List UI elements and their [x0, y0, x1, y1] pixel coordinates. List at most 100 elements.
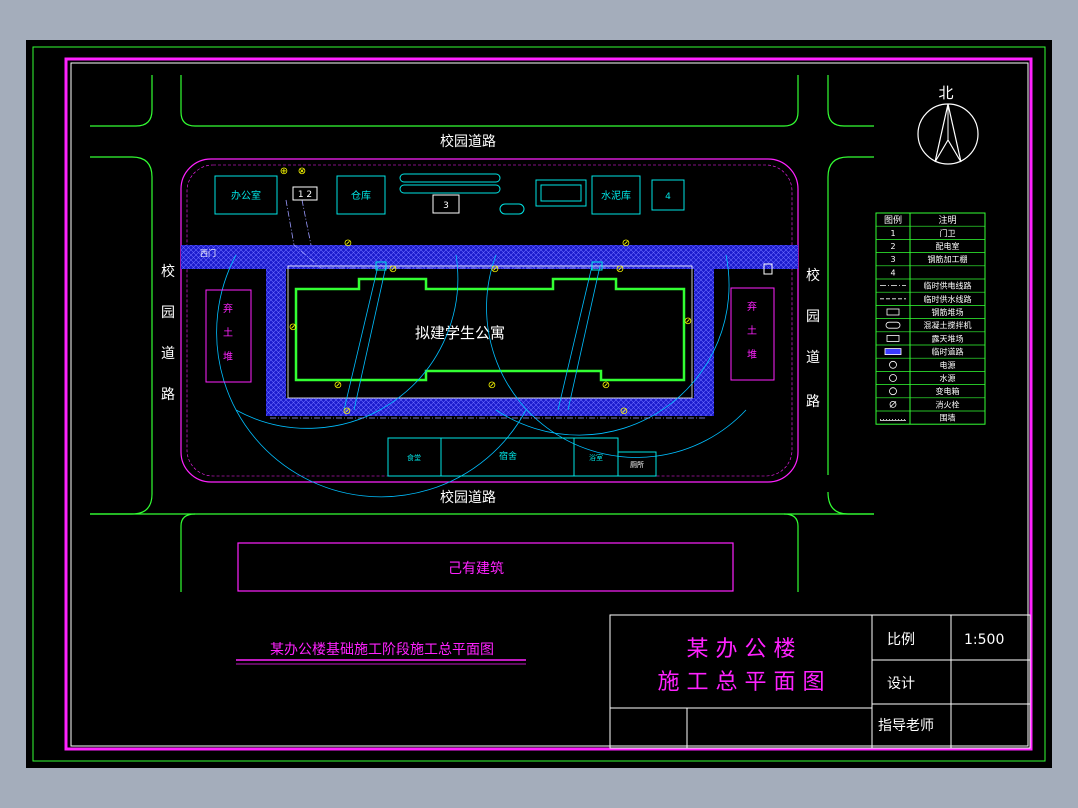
legend-label: 门卫 — [940, 228, 956, 238]
hydrant-marker-4: ⊘ — [491, 264, 499, 275]
title-line-1: 某 办 公 楼 — [687, 637, 796, 662]
site-markers: ⊕ ⊗ ⊘ ⊘ ⊘ ⊘ ⊘ ⊘ ⊘ ⊘ ⊘ ⊘ ⊘ ⊘ — [280, 166, 692, 417]
legend-table: 图例 注明 1 门卫 2 配电室 3 钢筋加工棚 4 临时供电线路临时供水线路钢筋堆场混凝土搅拌机… — [875, 212, 986, 425]
facility-canteen: 食堂 — [407, 453, 421, 462]
svg-text:路: 路 — [806, 394, 820, 410]
road-outlines — [90, 75, 874, 592]
scale-value: 1:500 — [964, 632, 1004, 648]
inner-border-thin — [70, 62, 1029, 747]
legend-header-note: 注明 — [938, 214, 956, 226]
hydrant-marker-3: ⊘ — [389, 264, 397, 275]
legend-symbol-4-icon: 4 — [890, 268, 895, 277]
legend-symbol-hydrant-icon — [889, 400, 897, 408]
crane-base-1 — [375, 261, 387, 271]
crane-arcs — [216, 254, 747, 498]
legend-header-symbol: 图例 — [884, 214, 902, 226]
temporary-lines — [270, 199, 706, 419]
hydrant-marker-5: ⊘ — [616, 264, 624, 275]
svg-text:校: 校 — [161, 263, 175, 280]
gate-right-box — [763, 263, 773, 275]
road-label-top: 校园道路 — [440, 133, 496, 150]
legend-label: 钢筋加工棚 — [928, 254, 968, 264]
hydrant-marker-9: ⊘ — [488, 380, 496, 391]
hydrant-marker-12: ⊘ — [620, 406, 628, 417]
soil-heap-right — [730, 287, 775, 381]
west-gate-label: 西门 — [200, 248, 216, 258]
cad-drawing-canvas: 拟建学生公寓 办公室 1 2 仓库 3 水泥库 4 西门 — [26, 40, 1052, 768]
title-line-2: 施 工 总 平 面 图 — [658, 670, 825, 695]
svg-text:园: 园 — [161, 305, 175, 321]
soil-heap-right-2: 土 — [747, 324, 757, 337]
legend-symbol-water-source-icon — [889, 374, 897, 382]
existing-building — [237, 542, 734, 592]
road-label-bottom: 校园道路 — [440, 489, 496, 506]
facility-cement: 水泥库 — [601, 189, 631, 202]
road-label-right: 校 园 道 路 — [806, 267, 820, 410]
power-marker: ⊕ — [280, 166, 288, 177]
facility-office: 办公室 — [231, 189, 261, 202]
soil-heap-left-3: 堆 — [223, 351, 233, 363]
scale-label: 比例 — [887, 632, 915, 648]
facility-toilet: 厕所 — [630, 460, 644, 469]
svg-text:道: 道 — [161, 346, 175, 362]
facility-warehouse: 仓库 — [351, 189, 371, 202]
hydrant-marker-1: ⊘ — [344, 238, 352, 249]
drawing-subtitle: 某办公楼基础施工阶段施工总平面图 — [270, 641, 494, 658]
hydrant-marker-6: ⊘ — [289, 322, 297, 333]
hydrant-marker-7: ⊘ — [684, 316, 692, 327]
road-label-left: 校 园 道 路 — [161, 263, 175, 403]
legend-symbol-3-icon: 3 — [890, 255, 895, 264]
north-arrow-icon — [917, 103, 979, 165]
soil-heap-left-2: 土 — [223, 326, 233, 339]
legend-symbol-temp-road-icon — [884, 348, 902, 356]
facility-box-3: 3 — [443, 201, 449, 211]
north-label: 北 — [938, 84, 953, 102]
soil-heap-right-3: 堆 — [747, 349, 757, 361]
building-site-box — [287, 265, 693, 399]
facility-dormitory: 宿舍 — [499, 450, 517, 462]
legend-symbol-open-yard-icon — [886, 334, 900, 342]
legend-symbol-fence-icon — [880, 419, 906, 422]
existing-building-label: 己有建筑 — [448, 561, 504, 577]
design-label: 设计 — [887, 676, 915, 692]
svg-text:园: 园 — [806, 309, 820, 325]
legend-label: 配电室 — [936, 241, 960, 251]
legend-symbol-transformer-icon — [889, 387, 897, 396]
soil-heap-left — [205, 289, 252, 383]
legend-symbol-1-icon: 1 — [890, 229, 895, 238]
legend-label: 消火栓 — [936, 399, 960, 409]
hydrant-marker-11: ⊘ — [343, 406, 351, 417]
facility-box-4: 4 — [665, 192, 671, 202]
advisor-label: 指导老师 — [878, 718, 934, 734]
legend-symbol-rebar-yard-icon — [886, 308, 900, 316]
legend-label: 电源 — [940, 360, 956, 370]
soil-heap-left-1: 弃 — [223, 302, 233, 315]
legend-label: 临时供水线路 — [924, 294, 972, 304]
legend-label: 混凝土搅拌机 — [924, 320, 972, 330]
svg-text:校: 校 — [806, 267, 820, 284]
legend-symbol-power-source-icon — [889, 360, 897, 369]
legend-label: 临时道路 — [932, 347, 964, 357]
facility-row: 办公室 1 2 仓库 3 水泥库 4 — [214, 173, 685, 215]
legend-symbol-2-icon: 2 — [890, 242, 895, 251]
svg-text:道: 道 — [806, 350, 820, 366]
legend-label: 临时供电线路 — [924, 281, 972, 291]
facility-bathroom: 浴室 — [589, 453, 603, 462]
inner-border — [64, 57, 1033, 751]
site-fence-inner — [186, 164, 793, 477]
legend-label: 水源 — [940, 373, 956, 383]
legend-label: 露天堆场 — [932, 333, 964, 343]
proposed-building-label: 拟建学生公寓 — [415, 324, 505, 342]
site-boundary — [180, 158, 799, 483]
legend-label: 钢筋堆场 — [932, 307, 964, 317]
svg-text:路: 路 — [161, 387, 175, 403]
legend-symbol-mixer-icon — [885, 321, 901, 329]
legend-label: 变电箱 — [936, 386, 960, 396]
outer-border — [32, 46, 1046, 762]
soil-heap-right-1: 弃 — [747, 300, 757, 313]
hydrant-marker-2: ⊘ — [622, 238, 630, 249]
crane-base-2 — [591, 261, 603, 271]
facility-box-1-2: 1 2 — [298, 190, 312, 200]
hydrant-marker-10: ⊘ — [602, 380, 610, 391]
hydrant-marker-8: ⊘ — [334, 380, 342, 391]
